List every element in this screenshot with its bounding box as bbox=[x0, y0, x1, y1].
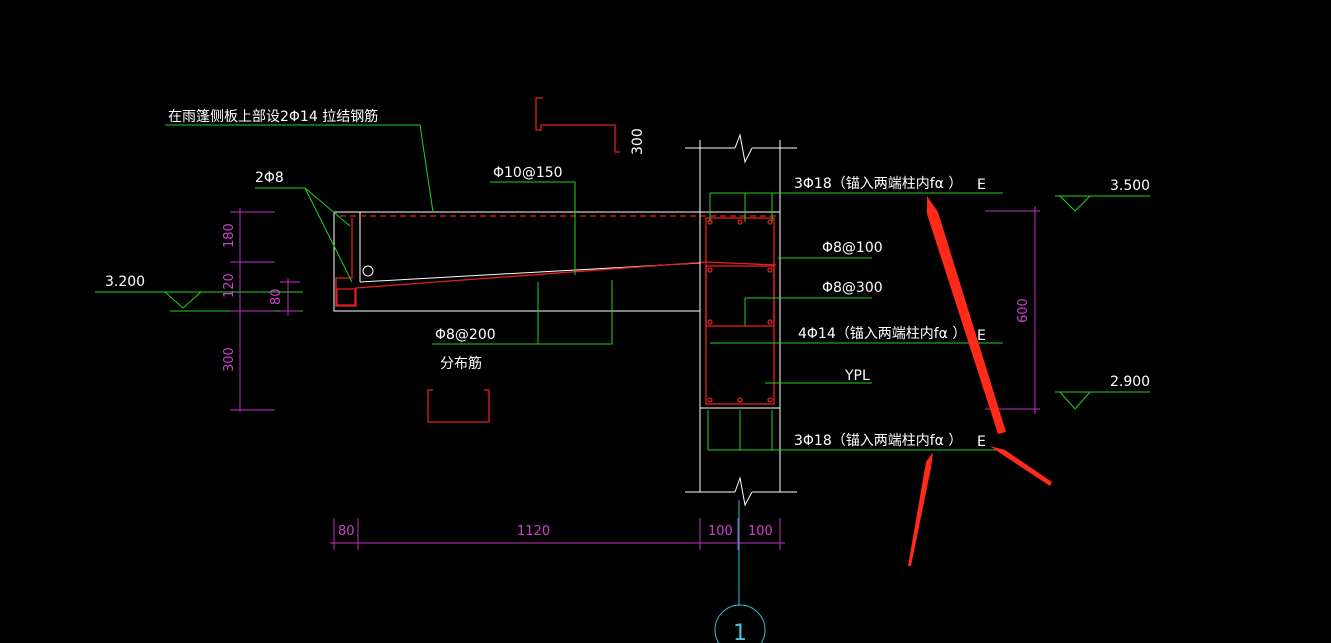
beam-bottom-bar-label: 3Φ18（锚入两端柱内fα ） bbox=[794, 433, 962, 449]
dim-180: 180 bbox=[222, 223, 237, 248]
beam-stirrup-label: Φ8@100 bbox=[822, 240, 883, 256]
dim-80: 80 bbox=[269, 288, 284, 305]
elevation-top-right: 3.500 bbox=[1110, 178, 1150, 194]
dimension-lines bbox=[230, 206, 1040, 550]
leader-lines bbox=[95, 124, 1150, 451]
dim-600: 600 bbox=[1016, 298, 1031, 323]
beam-top-bar-suffix: E bbox=[977, 177, 986, 193]
slab-top-bar-label: Φ10@150 bbox=[493, 165, 563, 181]
slab-outline bbox=[333, 211, 701, 312]
dim-bottom-80: 80 bbox=[338, 524, 355, 539]
dim-bottom-100b: 100 bbox=[748, 524, 773, 539]
axis-label: 1 bbox=[733, 621, 747, 643]
stirrup-2phi8-label: 2Φ8 bbox=[255, 170, 284, 186]
beam bbox=[685, 140, 797, 493]
top-note: 在雨篷侧板上部设2Φ14 拉结钢筋 bbox=[168, 108, 378, 125]
red-arrow-icon bbox=[927, 196, 1006, 434]
break-line-icon bbox=[734, 133, 753, 164]
distribution-bar-label: Φ8@200 bbox=[435, 327, 496, 343]
slab-rebar bbox=[335, 215, 777, 307]
beam-side-bar-suffix: E bbox=[977, 328, 986, 344]
distribution-detail bbox=[427, 389, 490, 423]
red-arrow-icon bbox=[990, 446, 1052, 486]
elevation-bottom-right: 2.900 bbox=[1110, 374, 1150, 390]
break-line-icon bbox=[734, 476, 753, 507]
beam-tie-label: Φ8@300 bbox=[822, 280, 883, 296]
distribution-label: 分布筋 bbox=[440, 355, 482, 372]
beam-name: YPL bbox=[844, 368, 870, 384]
beam-bottom-bar-suffix: E bbox=[977, 434, 986, 450]
beam-top-bar-label: 3Φ18（锚入两端柱内fα ） bbox=[794, 176, 962, 192]
axis-bubble-icon bbox=[714, 604, 766, 643]
beam-side-bar-label: 4Φ14（锚入两端柱内fα ） bbox=[798, 326, 966, 342]
elevation-left: 3.200 bbox=[105, 274, 145, 290]
dim-bottom-1120: 1120 bbox=[517, 524, 550, 539]
upturn-detail bbox=[535, 97, 620, 153]
dim-120: 120 bbox=[222, 273, 237, 298]
red-arrow-icon bbox=[908, 452, 933, 566]
upturn-height-dim: 300 bbox=[630, 128, 646, 155]
dim-300: 300 bbox=[222, 347, 237, 372]
dim-bottom-100a: 100 bbox=[708, 524, 733, 539]
